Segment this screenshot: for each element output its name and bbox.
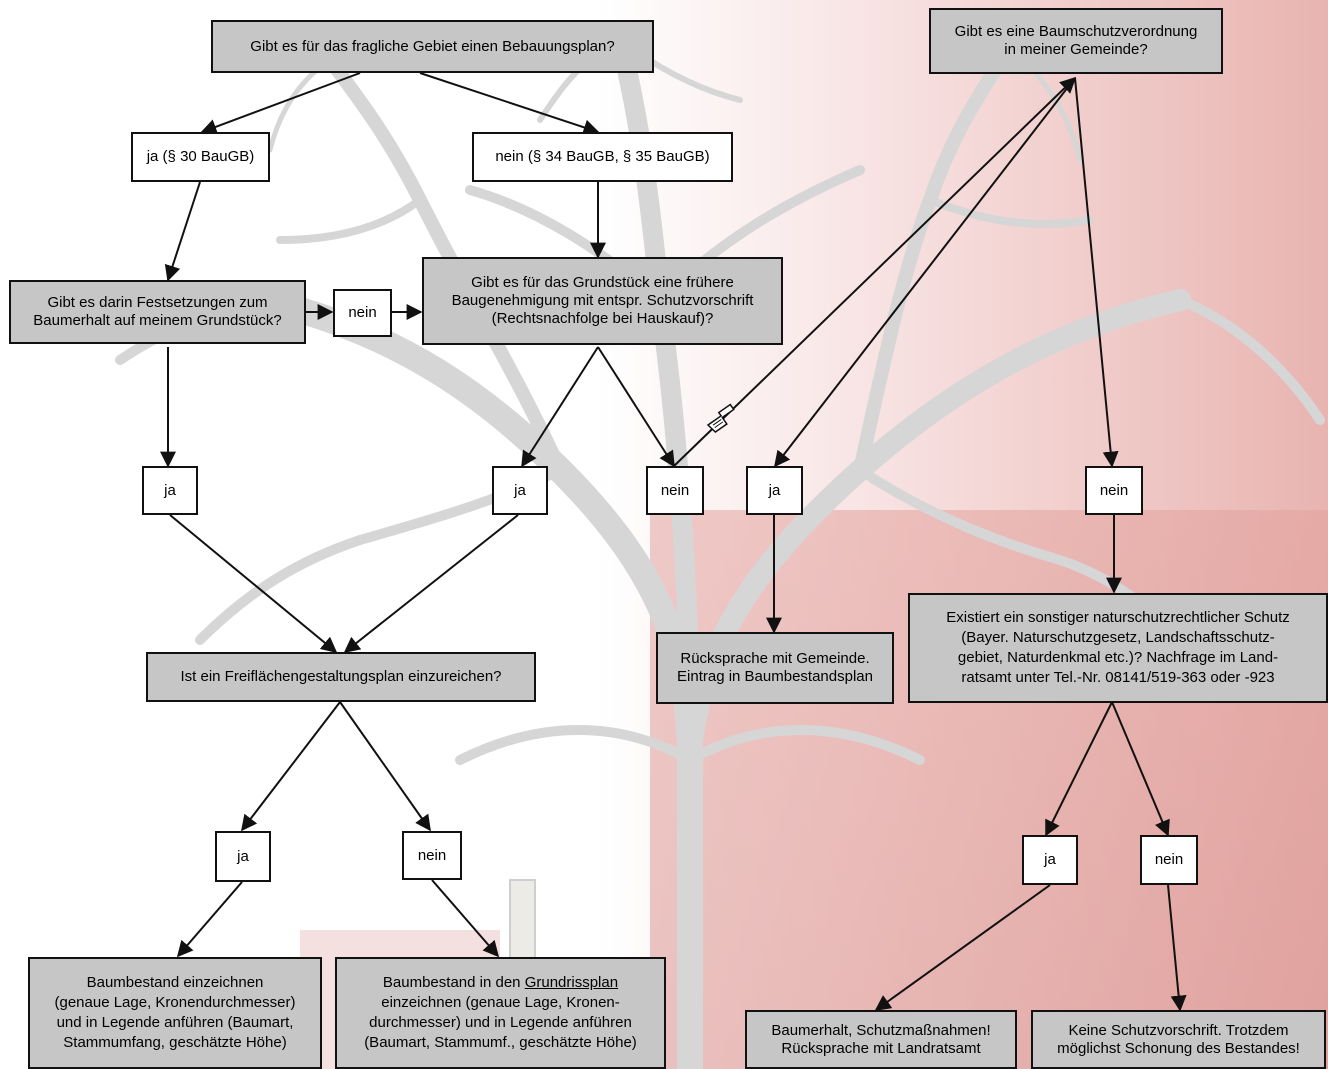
arrow-freiflaechen-nein — [339, 701, 431, 832]
question-naturschutzrechtlicher-schutz: Existiert ein sonstiger naturschutzrecht… — [908, 593, 1328, 703]
answer-nein-2: nein — [646, 466, 704, 515]
answer-ja-1: ja — [142, 466, 198, 515]
result-baumbestand-einzeichnen: Baumbestand einzeichnen (genaue Lage, Kr… — [28, 957, 322, 1069]
result-baumbestand-grundrissplan: Baumbestand in den Grundrissplan einzeic… — [335, 957, 666, 1069]
arrow-baugenehmigung-ja — [521, 346, 599, 468]
arrow-baumschutz-nein — [1074, 77, 1119, 468]
result-ruecksprache-gemeinde: Rücksprache mit Gemeinde. Eintrag in Bau… — [656, 632, 894, 704]
answer-nein-festsetzungen: nein — [333, 289, 392, 337]
arrow-baumschutz-ja — [774, 77, 1076, 468]
answer-nein-34-35-baugb: nein (§ 34 BauGB, § 35 BauGB) — [472, 132, 733, 182]
pointing-hand-icon — [706, 403, 735, 434]
answer-ja-4: ja — [215, 831, 271, 882]
arrow-nein-baumschutz — [673, 76, 1077, 467]
result-keine-schutzvorschrift: Keine Schutzvorschrift. Trotzdem möglich… — [1031, 1010, 1326, 1069]
question-baumschutzverordnung: Gibt es eine Baumschutzverordnung in mei… — [929, 8, 1223, 74]
arrow-ja4-baumbestand — [176, 881, 243, 958]
arrow-nein4-baumbestand — [431, 879, 500, 958]
answer-ja-2: ja — [492, 466, 548, 515]
grundrissplan-link-text: Grundrissplan — [524, 974, 619, 991]
question-freiflaechengestaltungsplan: Ist ein Freiflächengestaltungsplan einzu… — [146, 652, 536, 702]
question-festsetzungen: Gibt es darin Festsetzungen zum Baumerha… — [9, 280, 306, 344]
question-baugenehmigung: Gibt es für das Grundstück eine frühere … — [422, 257, 783, 345]
arrow-ja1-freiflaechen — [169, 514, 338, 654]
question-bebauungsplan: Gibt es für das fragliche Gebiet einen B… — [211, 20, 654, 73]
background-pillar-shape — [509, 879, 536, 961]
arrow-ja5-baumerhalt — [874, 884, 1051, 1011]
arrow-nein5-keine — [1167, 884, 1187, 1012]
arrow-naturschutz-nein — [1111, 701, 1170, 837]
answer-ja-5: ja — [1022, 835, 1078, 885]
arrow-baugenehmigung-nein — [597, 346, 675, 468]
result-baumerhalt: Baumerhalt, Schutzmaßnahmen! Rücksprache… — [745, 1010, 1017, 1069]
arrow-bebauungsplan-nein — [419, 72, 600, 136]
answer-ja-30-baugb: ja (§ 30 BauGB) — [131, 132, 270, 182]
arrow-freiflaechen-ja — [241, 701, 341, 832]
answer-nein-4: nein — [402, 831, 462, 880]
arrow-naturschutz-ja — [1045, 701, 1113, 837]
answer-ja-3: ja — [746, 466, 803, 515]
arrow-bebauungsplan-ja — [200, 72, 361, 135]
arrow-ja2-freiflaechen — [343, 514, 519, 653]
answer-nein-5: nein — [1140, 835, 1198, 885]
answer-nein-3: nein — [1085, 466, 1143, 515]
result-baumbestand-grundrissplan-text: Baumbestand in den Grundrissplan einzeic… — [364, 974, 637, 1051]
arrow-ja30-festsetzungen — [164, 181, 201, 282]
